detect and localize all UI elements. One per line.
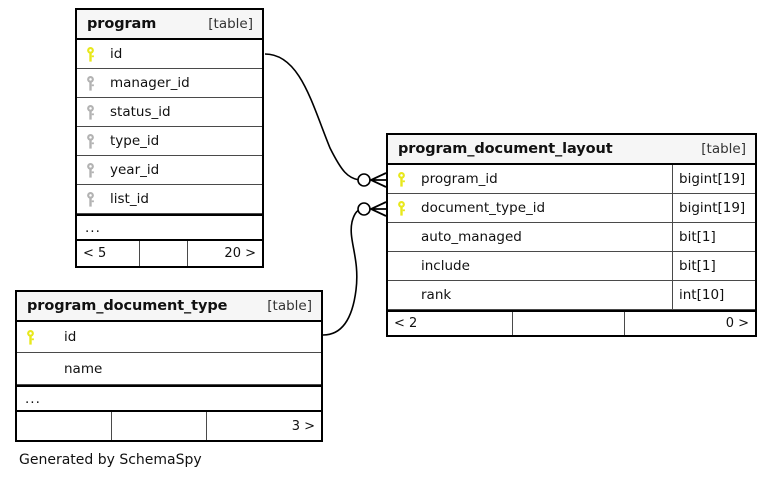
- column-type: bigint[19]: [672, 194, 755, 222]
- column-cell: manager_id: [77, 69, 262, 97]
- table-kind-label: [table]: [208, 16, 253, 32]
- column-name: id: [110, 46, 123, 62]
- column-name: status_id: [110, 104, 171, 120]
- table-footer-program-document-layout: < 2 0 >: [388, 310, 755, 335]
- primary-key-icon: [397, 171, 421, 187]
- column-name: auto_managed: [421, 229, 522, 245]
- table-footer-program-document-type: 3 >: [17, 412, 321, 440]
- column-cell: program_id: [388, 165, 672, 193]
- column-cell: name: [17, 353, 321, 384]
- table-row[interactable]: id: [17, 322, 321, 353]
- footer-parent-count[interactable]: < 2: [388, 312, 513, 335]
- column-cell: document_type_id: [388, 194, 672, 222]
- column-cell: rank: [388, 281, 672, 309]
- column-cell: type_id: [77, 127, 262, 155]
- column-name: rank: [421, 287, 452, 303]
- column-type: bit[1]: [672, 252, 755, 280]
- table-row[interactable]: program_id bigint[19]: [388, 165, 755, 194]
- primary-key-icon: [26, 329, 64, 345]
- crows-foot-many: [368, 201, 387, 217]
- column-cell: include: [388, 252, 672, 280]
- footer-child-count[interactable]: 20 >: [224, 246, 256, 261]
- column-cell: year_id: [77, 156, 262, 184]
- footer-parent-count[interactable]: [17, 412, 112, 440]
- table-row[interactable]: id: [77, 40, 262, 69]
- table-row[interactable]: manager_id: [77, 69, 262, 98]
- footer-middle: [513, 312, 625, 335]
- column-cell: auto_managed: [388, 223, 672, 251]
- table-program[interactable]: program [table] id: [75, 8, 264, 268]
- column-cell: id: [17, 322, 321, 352]
- table-kind-label: [table]: [267, 298, 312, 314]
- column-type: bit[1]: [672, 223, 755, 251]
- table-program-document-layout[interactable]: program_document_layout [table] program_…: [386, 133, 757, 337]
- table-program-document-type[interactable]: program_document_type [table] id n: [15, 290, 323, 442]
- more-columns-indicator: ...: [77, 214, 262, 241]
- column-cell: list_id: [77, 185, 262, 213]
- crows-foot-many: [368, 172, 387, 188]
- column-name: include: [421, 258, 470, 274]
- foreign-key-icon: [86, 162, 110, 178]
- column-name: program_id: [421, 171, 498, 187]
- relationship-program-to-layout: [264, 53, 387, 188]
- column-type: int[10]: [672, 281, 755, 309]
- column-name: id: [64, 329, 77, 345]
- foreign-key-icon: [86, 75, 110, 91]
- column-name: type_id: [110, 133, 160, 149]
- table-header-program-document-type: program_document_type [table]: [17, 292, 321, 322]
- table-row[interactable]: status_id: [77, 98, 262, 127]
- footer-parent-count[interactable]: < 5: [77, 241, 140, 266]
- footer-middle: [112, 412, 207, 440]
- table-row[interactable]: rank int[10]: [388, 281, 755, 310]
- column-name: list_id: [110, 191, 149, 207]
- cardinality-circle-optional: [357, 173, 371, 187]
- column-cell: id: [77, 40, 262, 68]
- table-header-program-document-layout: program_document_layout [table]: [388, 135, 755, 165]
- foreign-key-icon: [86, 104, 110, 120]
- table-row[interactable]: type_id: [77, 127, 262, 156]
- column-cell: status_id: [77, 98, 262, 126]
- table-title: program_document_layout: [398, 141, 613, 157]
- primary-key-icon: [397, 200, 421, 216]
- table-row[interactable]: include bit[1]: [388, 252, 755, 281]
- diagram-caption: Generated by SchemaSpy: [19, 452, 202, 468]
- column-type: bigint[19]: [672, 165, 755, 193]
- table-title: program_document_type: [27, 298, 228, 314]
- relationship-doctype-to-layout: [322, 201, 387, 336]
- primary-key-icon: [86, 46, 110, 62]
- column-name: year_id: [110, 162, 160, 178]
- table-row[interactable]: year_id: [77, 156, 262, 185]
- column-name: document_type_id: [421, 200, 546, 216]
- table-row[interactable]: document_type_id bigint[19]: [388, 194, 755, 223]
- footer-child-count[interactable]: 0 >: [725, 316, 749, 331]
- cardinality-circle-optional: [357, 202, 371, 216]
- table-header-program: program [table]: [77, 10, 262, 40]
- table-row[interactable]: auto_managed bit[1]: [388, 223, 755, 252]
- table-row[interactable]: name: [17, 353, 321, 385]
- foreign-key-icon: [86, 191, 110, 207]
- column-name: name: [64, 360, 103, 377]
- table-row[interactable]: list_id: [77, 185, 262, 214]
- footer-child-count[interactable]: 3 >: [291, 418, 315, 434]
- more-columns-indicator: ...: [17, 385, 321, 412]
- footer-middle: [140, 241, 188, 266]
- table-footer-program: < 5 20 >: [77, 241, 262, 266]
- table-kind-label: [table]: [701, 141, 746, 157]
- table-title: program: [87, 16, 157, 32]
- foreign-key-icon: [86, 133, 110, 149]
- column-name: manager_id: [110, 75, 190, 91]
